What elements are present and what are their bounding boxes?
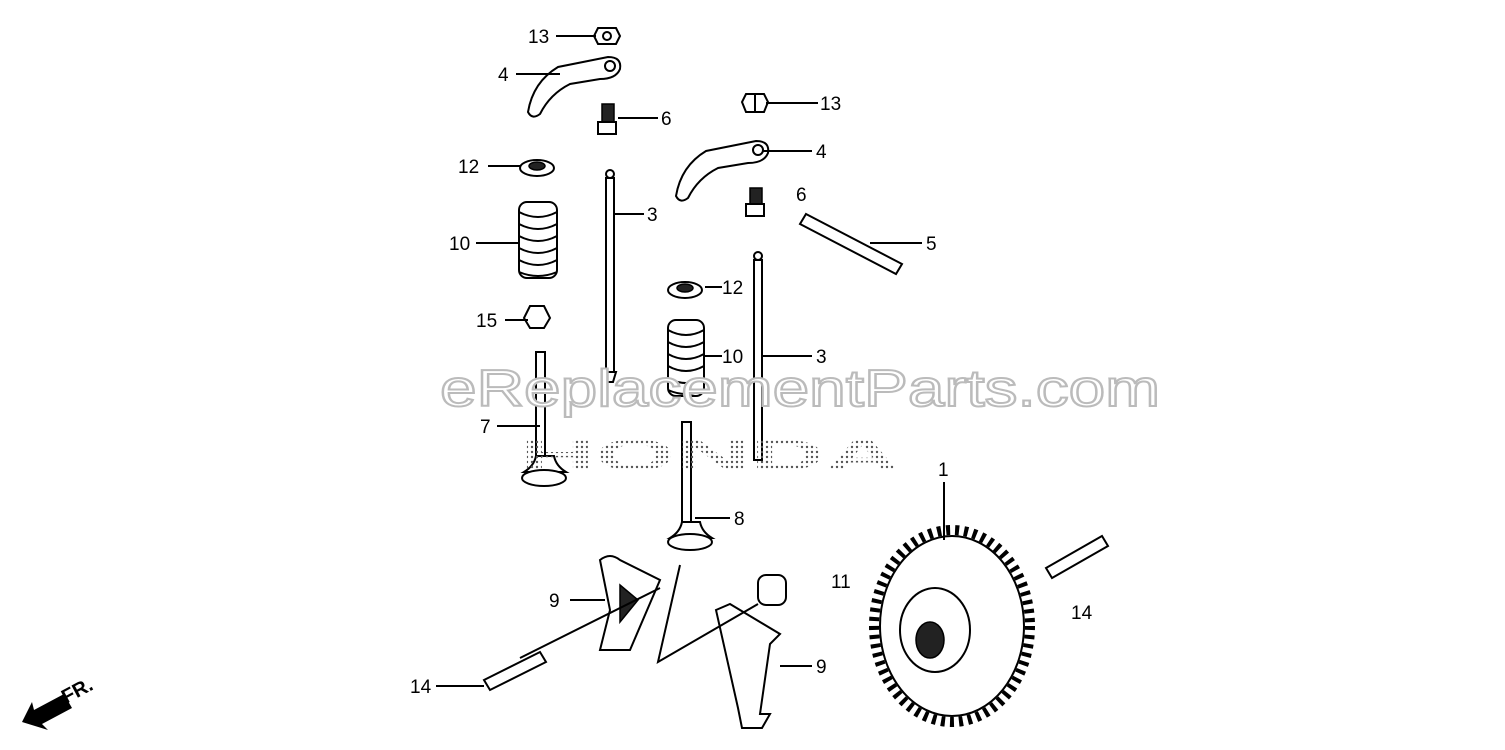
front-direction-arrow-icon [22,694,72,730]
watermark-brand: HONDA [520,431,900,480]
callout-6[interactable]: 6 [796,185,807,206]
callout-1[interactable]: 1 [938,460,949,481]
adjuster-left[interactable] [597,103,617,135]
callout-13[interactable]: 13 [820,94,841,115]
pushrod-right[interactable] [753,251,763,461]
nut-right[interactable] [740,93,770,113]
adjuster-right[interactable] [745,187,765,217]
pin-left[interactable] [482,650,548,692]
callout-4[interactable]: 4 [816,142,827,163]
callout-12[interactable]: 12 [458,157,479,178]
retainer-left[interactable] [519,159,555,177]
pushrod-left[interactable] [602,169,618,383]
spring-left[interactable] [518,201,558,279]
callout-4[interactable]: 4 [498,65,509,86]
spring-right[interactable] [667,319,705,397]
camshaft-gear[interactable] [869,525,1035,727]
valve-lifter-right[interactable] [714,574,787,729]
callout-3[interactable]: 3 [816,347,827,368]
rocker-shaft[interactable] [798,212,904,276]
exhaust-valve[interactable] [666,421,716,551]
rocker-arm-left[interactable] [526,55,622,118]
callout-9[interactable]: 9 [816,657,827,678]
callout-12[interactable]: 12 [722,278,743,299]
callout-lines [436,35,945,687]
collet[interactable] [522,305,552,329]
callout-9[interactable]: 9 [549,591,560,612]
callout-14[interactable]: 14 [410,677,432,698]
nut-left[interactable] [592,27,622,45]
intake-valve[interactable] [520,351,570,487]
callout-8[interactable]: 8 [734,509,745,530]
callout-6[interactable]: 6 [661,109,672,130]
pin-right[interactable] [1044,534,1110,580]
watermark: eReplacementParts.com [440,360,1160,418]
callout-13[interactable]: 13 [528,27,549,48]
callout-7[interactable]: 7 [480,417,491,438]
callout-5[interactable]: 5 [926,234,937,255]
callout-14[interactable]: 14 [1071,603,1093,624]
rocker-arm-right[interactable] [674,139,770,202]
callout-11[interactable]: 11 [831,572,851,593]
retainer-right[interactable] [667,281,703,299]
callout-15[interactable]: 15 [476,311,497,332]
callout-10[interactable]: 10 [449,234,470,255]
leader-lines [519,564,759,665]
callout-3[interactable]: 3 [647,205,658,226]
callout-10[interactable]: 10 [722,347,743,368]
